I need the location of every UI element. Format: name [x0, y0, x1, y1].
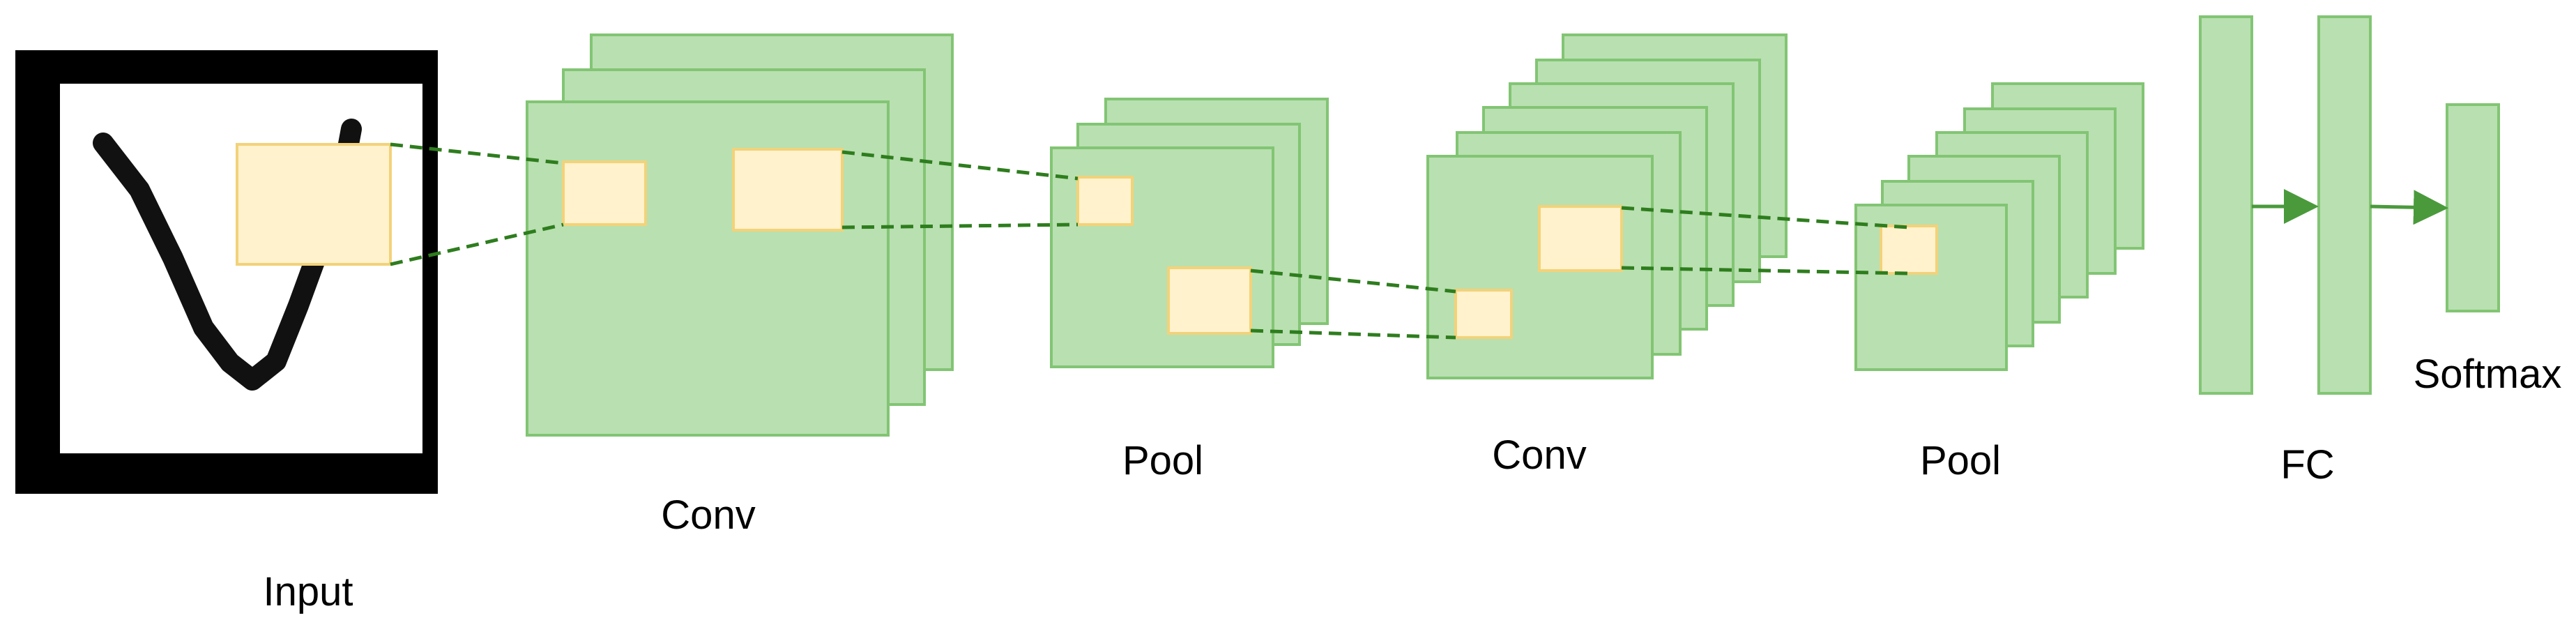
input-canvas [60, 84, 422, 453]
conv1-kernel-left [562, 160, 647, 226]
pool1-kernel-bottom [1167, 266, 1252, 335]
conv2-kernel-right [1538, 205, 1623, 272]
connectors [390, 142, 1910, 340]
pool1-kernel-top [1076, 176, 1134, 226]
label-softmax: Softmax [2414, 352, 2562, 397]
label-fc: FC [2280, 442, 2334, 488]
pool2-feature-maps [1854, 82, 2144, 371]
connector [390, 222, 564, 266]
label-input: Input [264, 569, 353, 614]
input-receptive-field [236, 143, 392, 266]
softmax-layer [2446, 103, 2500, 312]
fc-layer-2 [2317, 15, 2372, 395]
connector [1250, 328, 1456, 340]
conv1-feature-maps [526, 33, 954, 437]
connector [1250, 269, 1456, 294]
connector [390, 142, 564, 165]
label-pool1: Pool [1122, 438, 1203, 483]
label-conv1: Conv [661, 492, 755, 538]
input-image [15, 50, 438, 494]
fc-arrow-2 [2370, 190, 2448, 225]
connector [841, 150, 1079, 181]
connector [841, 222, 1079, 229]
conv2-feature-maps [1426, 33, 1788, 379]
connector [1621, 206, 1910, 229]
conv1-kernel-right [732, 148, 844, 232]
connector [1621, 266, 1910, 275]
pool2-kernel [1880, 225, 1938, 275]
fc-layer-1 [2199, 15, 2253, 395]
label-conv2: Conv [1492, 432, 1586, 478]
label-pool2: Pool [1920, 438, 2001, 483]
fc-layers [2199, 15, 2500, 395]
conv2-kernel-left [1454, 289, 1513, 339]
pool1-feature-maps [1050, 98, 1329, 368]
